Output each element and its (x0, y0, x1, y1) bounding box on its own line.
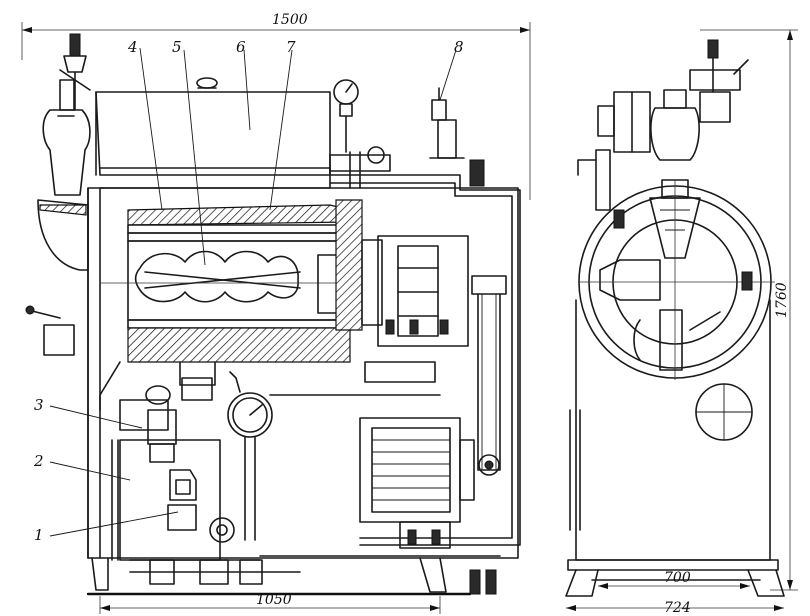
steam-pipes (329, 119, 521, 546)
motor (359, 417, 475, 549)
end-body (565, 299, 785, 597)
dimension-end-width: 724 (566, 600, 784, 616)
furnace-section (100, 199, 383, 363)
callout-5: 5 (172, 38, 182, 56)
side-view: 1500 (21, 12, 531, 614)
callout-4: 4 (127, 38, 138, 56)
callout-2: 2 (33, 452, 44, 470)
pressure-gauge-top (333, 79, 359, 153)
dimension-base-length: 1050 (99, 592, 441, 614)
end-ring (578, 180, 775, 380)
dimension-text-724: 724 (664, 600, 691, 616)
end-burner (577, 39, 749, 259)
callout-6: 6 (236, 38, 246, 56)
callout-1: 1 (34, 526, 44, 544)
dimension-end-inner: 700 (598, 570, 750, 589)
left-valve-assembly (25, 33, 91, 356)
valve-8 (431, 87, 447, 121)
dimension-text-1760: 1760 (774, 282, 790, 318)
pressure-gauge-bottom (227, 371, 273, 541)
dimension-text-700: 700 (664, 570, 691, 586)
dimension-text-1500: 1500 (272, 12, 308, 28)
dimension-overall-length: 1500 (21, 12, 531, 200)
dimension-height: 1760 (700, 29, 798, 591)
duct (99, 361, 441, 411)
dimension-text-1050: 1050 (256, 592, 292, 608)
callout-3: 3 (34, 396, 44, 414)
callouts: 4 5 6 7 8 3 2 1 (33, 38, 464, 544)
end-view: 1760 (565, 29, 798, 616)
callout-7: 7 (286, 38, 296, 56)
lower-valves (111, 385, 501, 595)
callout-8: 8 (454, 38, 464, 56)
tank-6 (95, 77, 331, 189)
pump-gearbox (377, 235, 507, 476)
frame (86, 187, 519, 596)
